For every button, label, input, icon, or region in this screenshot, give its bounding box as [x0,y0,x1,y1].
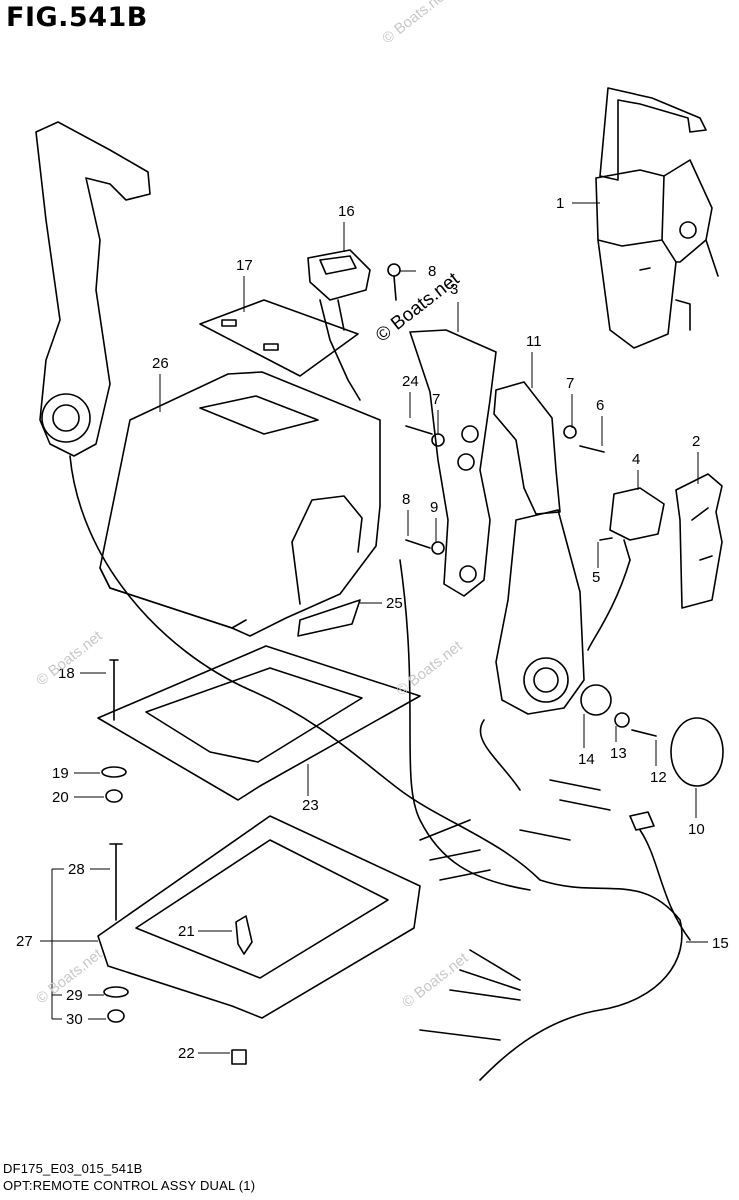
callout-15: 15 [712,935,729,952]
left-control-lever [35,121,251,691]
housing-part-26 [99,371,381,637]
callout-7a: 7 [566,375,575,392]
cover-part-2 [675,473,723,609]
figure-title: FIG.541B [6,2,148,33]
callout-23: 23 [302,797,319,814]
callout-26: 26 [152,355,169,372]
wire-harness-part-15 [249,559,691,1081]
lever-arm-part-11 [493,381,585,715]
callout-3: 3 [450,281,459,298]
gasket-part-23 [97,645,421,801]
callout-24: 24 [402,373,419,390]
callout-13: 13 [610,745,627,762]
bracket-part-3 [409,329,497,597]
callout-6: 6 [596,397,605,414]
callout-27: 27 [16,933,33,950]
figure-code: DF175_E03_015_541B [3,1161,143,1176]
parts-diagram [35,87,724,1081]
callout-1: 1 [556,195,565,212]
figure-description: OPT:REMOTE CONTROL ASSY DUAL (1) [3,1178,256,1193]
callout-11: 11 [526,333,542,350]
callout-4: 4 [632,451,641,468]
remote-control-unit-part-1 [595,87,719,349]
switch-part-4 [587,487,665,651]
callout-30: 30 [66,1011,83,1028]
callout-9: 9 [430,499,439,516]
fasteners [101,263,724,1065]
callout-10: 10 [688,821,705,838]
callout-29: 29 [66,987,83,1004]
base-part-27 [97,815,421,1019]
callout-22: 22 [178,1045,195,1062]
callout-28: 28 [68,861,85,878]
plate-part-17 [199,299,359,377]
switch-part-16 [307,249,371,401]
callout-12: 12 [650,769,667,786]
callout-leaders [40,202,708,1054]
callout-25: 25 [386,595,403,612]
callout-16: 16 [338,203,355,220]
callout-8a: 8 [428,263,437,280]
callout-19: 19 [52,765,69,782]
callout-21: 21 [178,923,195,940]
callout-14: 14 [578,751,595,768]
callout-20: 20 [52,789,69,806]
callout-17: 17 [236,257,253,274]
callout-2: 2 [692,433,701,450]
callout-5: 5 [592,569,601,586]
callout-18: 18 [58,665,75,682]
callout-7b: 7 [432,391,441,408]
callout-8b: 8 [402,491,411,508]
